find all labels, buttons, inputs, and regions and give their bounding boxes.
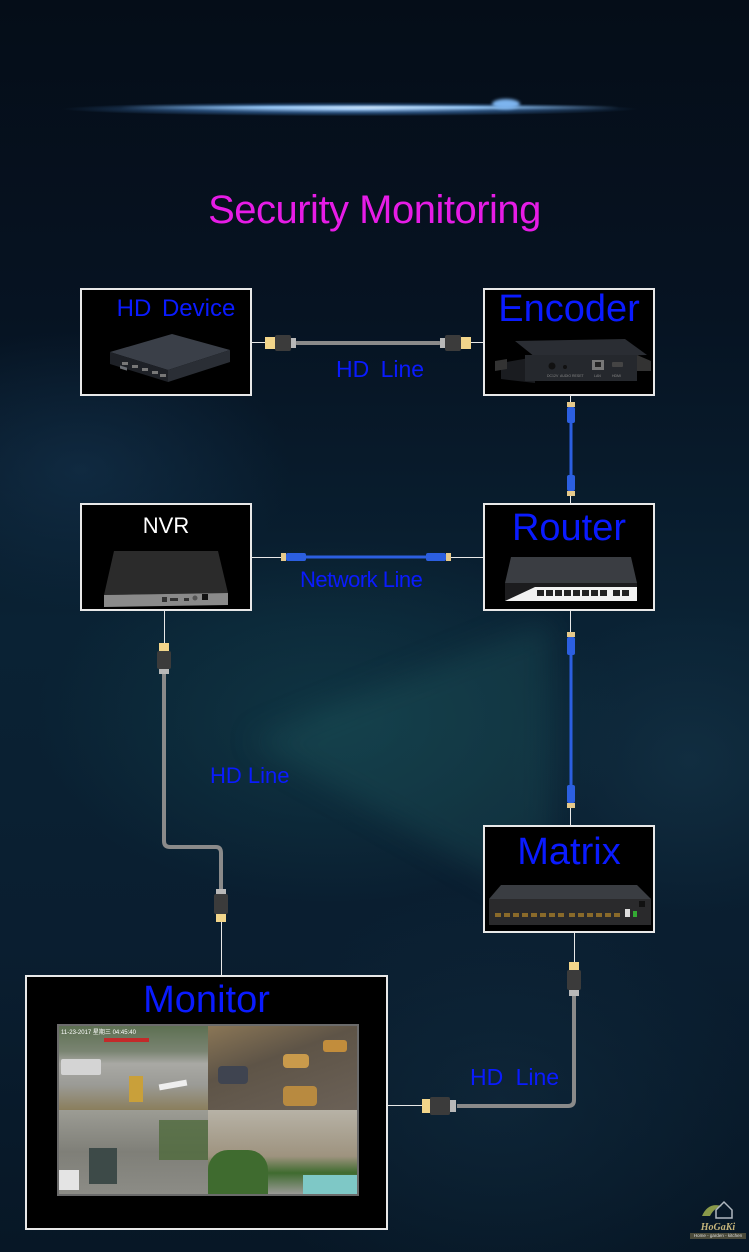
svg-text:LAN: LAN — [594, 374, 601, 378]
router-label: Router — [511, 507, 627, 549]
brand-tagline: Home - garden - kitchen — [690, 1233, 746, 1239]
light-flare-core — [120, 106, 620, 109]
connector-line — [570, 494, 571, 503]
hdmi-cable-bent — [154, 643, 234, 923]
router-box[interactable]: Router — [483, 503, 655, 611]
connector-line — [570, 806, 571, 825]
connector-line — [221, 922, 222, 975]
nvr-box[interactable]: NVR — [80, 503, 252, 611]
connector-line — [164, 611, 165, 644]
connector-line — [450, 557, 483, 558]
hdmi-cable-bent — [422, 962, 582, 1117]
page-title: Security Monitoring — [208, 188, 541, 232]
hd-line-label-left: HD Line — [210, 763, 290, 788]
monitor-box[interactable]: Monitor 11-23-2017 星期三 04:45:40 — [25, 975, 388, 1230]
nvr-label: NVR — [142, 513, 190, 538]
matrix-box[interactable]: Matrix — [483, 825, 655, 933]
connector-line — [252, 557, 282, 558]
hd-line-label-top: HD Line — [336, 356, 425, 382]
matrix-switcher-icon — [487, 881, 653, 927]
svg-text:HDMI: HDMI — [612, 374, 621, 378]
hdmi-cable-horizontal — [265, 333, 471, 353]
light-flare — [0, 96, 749, 122]
hd-device-label: HD Device — [116, 295, 236, 322]
encoder-label: Encoder — [498, 288, 640, 330]
router-icon — [505, 557, 639, 601]
connector-line — [252, 342, 266, 343]
hd-device-box[interactable]: HD Device — [80, 288, 252, 396]
camera-feed-highway — [208, 1026, 357, 1110]
camera-feed-building — [208, 1110, 357, 1194]
network-cable-horizontal — [281, 551, 451, 563]
camera-feed-parking: 11-23-2017 星期三 04:45:40 — [59, 1026, 208, 1110]
monitor-label: Monitor — [143, 979, 270, 1021]
network-cable-vertical — [564, 632, 578, 808]
matrix-label: Matrix — [517, 831, 621, 873]
network-cable-vertical — [564, 402, 578, 496]
osd-timestamp: 11-23-2017 星期三 04:45:40 — [61, 1030, 136, 1036]
connector-line — [574, 933, 575, 963]
svg-text:AUDIO: AUDIO — [560, 374, 571, 378]
connector-line — [570, 611, 571, 633]
svg-text:RESET: RESET — [572, 374, 585, 378]
hdmi-splitter-icon — [102, 330, 232, 390]
nvr-icon — [102, 549, 232, 607]
connector-line — [388, 1105, 423, 1106]
brand-logo: HoGaKi Home - garden - kitchen — [690, 1198, 746, 1246]
network-line-label: Network Line — [300, 567, 423, 592]
light-flare-dot — [492, 99, 520, 109]
svg-text:DC12V: DC12V — [547, 374, 559, 378]
monitor-icon: 11-23-2017 星期三 04:45:40 — [57, 1024, 359, 1196]
camera-feed-street — [59, 1110, 208, 1194]
hd-line-label-bottom: HD Line — [470, 1064, 560, 1090]
connector-line — [470, 342, 483, 343]
connector-line — [570, 396, 571, 404]
brand-name: HoGaKi — [700, 1222, 736, 1233]
